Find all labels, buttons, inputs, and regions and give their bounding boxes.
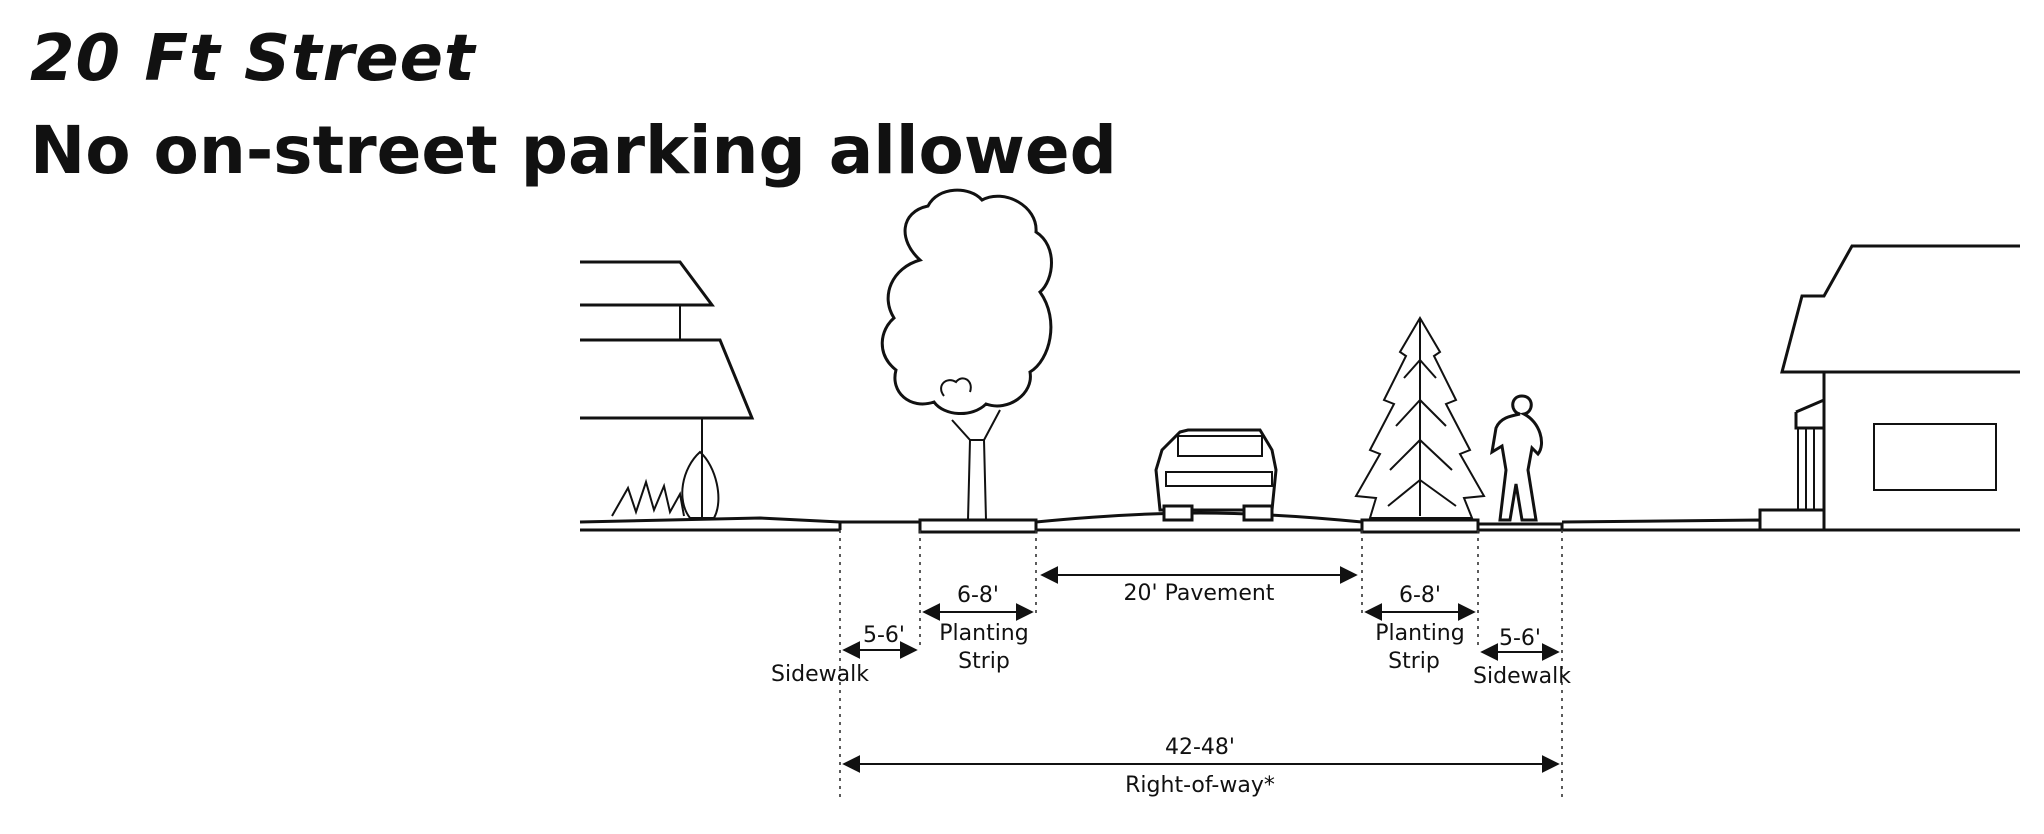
left-sidewalk-label: Sidewalk bbox=[771, 662, 869, 687]
deciduous-tree bbox=[880, 188, 1053, 521]
pavement-label: 20' Pavement bbox=[1124, 581, 1275, 606]
car bbox=[1154, 428, 1278, 522]
dimension-arrows bbox=[842, 566, 1560, 773]
left-planting-width: 6-8' bbox=[957, 583, 999, 608]
right-sidewalk-width: 5-6' bbox=[1499, 626, 1541, 651]
right-planting-label-1: Planting bbox=[1375, 621, 1464, 646]
conifer-tree bbox=[1354, 316, 1486, 519]
left-sidewalk-width: 5-6' bbox=[863, 623, 905, 648]
pedestrian bbox=[1489, 394, 1543, 522]
right-planting-label-2: Strip bbox=[1388, 649, 1440, 674]
diagram-title: 20 Ft Street bbox=[30, 22, 476, 96]
right-of-way-width: 42-48' bbox=[1165, 735, 1235, 760]
left-planting-label-1: Planting bbox=[939, 621, 1028, 646]
dimension-guides bbox=[839, 530, 1563, 800]
diagram-subtitle: No on-street parking allowed bbox=[30, 112, 1117, 189]
left-planting-label-2: Strip bbox=[958, 649, 1010, 674]
left-house bbox=[580, 260, 755, 520]
right-house bbox=[1758, 244, 2020, 532]
right-sidewalk-label: Sidewalk bbox=[1473, 664, 1571, 689]
right-of-way-label: Right-of-way* bbox=[1125, 773, 1275, 798]
shrub bbox=[611, 450, 720, 519]
right-planting-width: 6-8' bbox=[1399, 583, 1441, 608]
